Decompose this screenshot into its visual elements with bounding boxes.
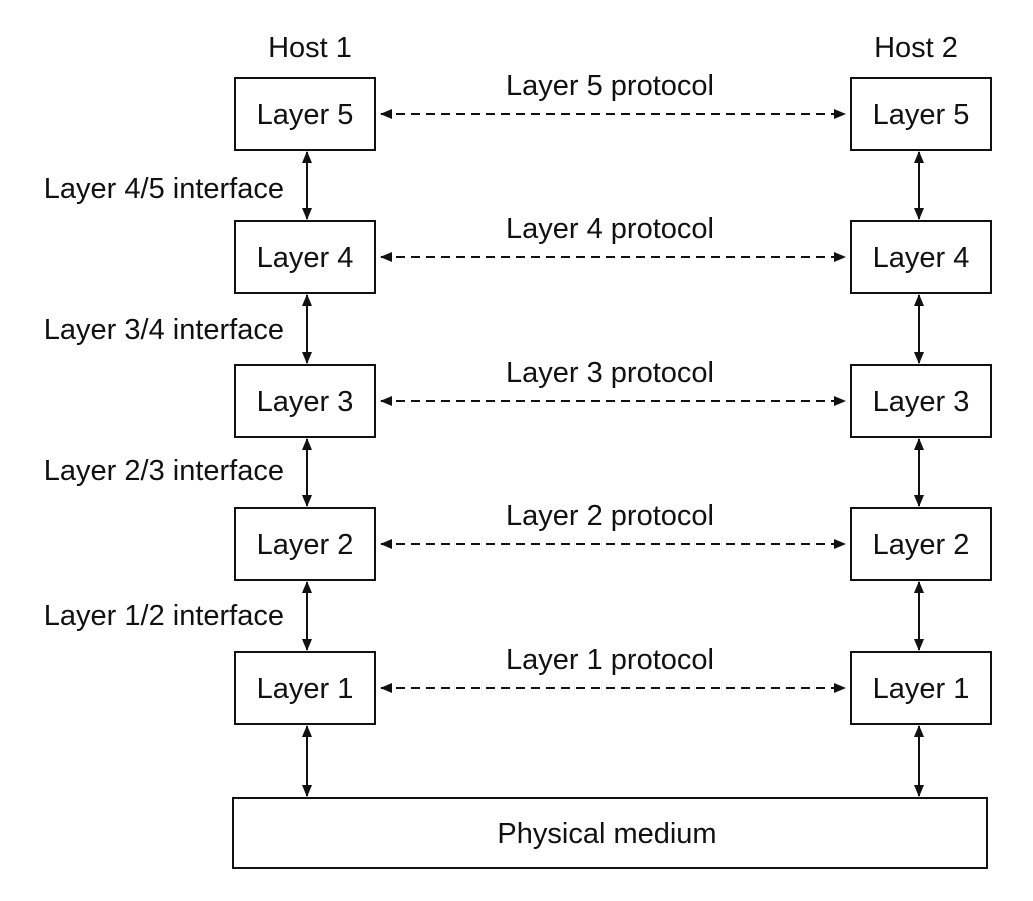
interface-4-5-label: Layer 4/5 interface: [44, 173, 284, 205]
host1-layer-2-label: Layer 2: [257, 529, 354, 561]
host1-layer-1-box: [234, 651, 376, 725]
host2-layer-2-box: [850, 507, 992, 581]
host1-layer-3-box: [234, 364, 376, 438]
host1-layer-1-label: Layer 1: [257, 673, 354, 705]
interface-1-2-label: Layer 1/2 interface: [44, 600, 284, 632]
host2-layer-3-box: [850, 364, 992, 438]
host2-layer-1-box: [850, 651, 992, 725]
host2-label: Host 2: [874, 32, 958, 64]
host2-layer-4-label: Layer 4: [873, 242, 970, 274]
protocol-4-label: Layer 4 protocol: [506, 213, 714, 245]
layer-row-4: Layer 4 Layer 4 Layer 4 protocol: [234, 213, 992, 294]
protocol-3-label: Layer 3 protocol: [506, 357, 714, 389]
layer-row-3: Layer 3 Layer 3 Layer 3 protocol: [234, 357, 992, 438]
host2-layer-2-label: Layer 2: [873, 529, 970, 561]
protocol-1-label: Layer 1 protocol: [506, 644, 714, 676]
interface-3-4-label: Layer 3/4 interface: [44, 314, 284, 346]
interface-2-3-label: Layer 2/3 interface: [44, 455, 284, 487]
physical-medium-box: [232, 797, 988, 869]
host2-layer-5-label: Layer 5: [873, 99, 970, 131]
host1-label: Host 1: [268, 32, 352, 64]
host1-layer-2-box: [234, 507, 376, 581]
host1-layer-4-label: Layer 4: [257, 242, 354, 274]
physical-medium-label: Physical medium: [497, 818, 716, 850]
host2-layer-3-label: Layer 3: [873, 386, 970, 418]
host1-layer-4-box: [234, 220, 376, 294]
layer-row-2: Layer 2 Layer 2 Layer 2 protocol: [234, 500, 992, 581]
host1-layer-3-label: Layer 3: [257, 386, 354, 418]
host1-layer-5-box: [234, 77, 376, 151]
host1-layer-5-label: Layer 5: [257, 99, 354, 131]
host2-layer-1-label: Layer 1: [873, 673, 970, 705]
protocol-2-label: Layer 2 protocol: [506, 500, 714, 532]
layer-row-5: Layer 5 Layer 5 Layer 5 protocol: [234, 70, 992, 151]
layer-row-1: Layer 1 Layer 1 Layer 1 protocol: [234, 644, 992, 725]
host2-layer-4-box: [850, 220, 992, 294]
host2-layer-5-box: [850, 77, 992, 151]
protocol-5-label: Layer 5 protocol: [506, 70, 714, 102]
